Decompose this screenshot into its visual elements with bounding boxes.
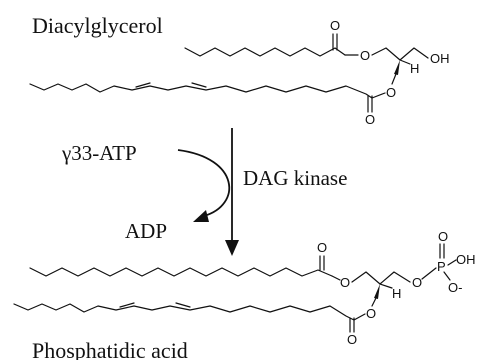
reactant-ester-oxygen-2: O xyxy=(386,85,396,100)
product-ester-oxygen-1: O xyxy=(340,275,350,290)
cofactor-curved-arrow xyxy=(177,149,230,217)
product-phosphate-ester-oxygen: O xyxy=(412,275,422,290)
atp-label: γ33-ATP xyxy=(61,141,137,165)
reactant-title: Diacylglycerol xyxy=(32,13,163,38)
reactant-stereo-wedge xyxy=(394,60,400,75)
main-arrow-head xyxy=(225,240,239,256)
cofactor-arrow-head xyxy=(193,210,209,222)
product-glycerol-backbone xyxy=(351,271,411,285)
product-title: Phosphatidic acid xyxy=(32,338,188,360)
product-phosphate-hydroxyl: OH xyxy=(456,252,476,267)
product-phosphorus: P xyxy=(437,259,446,274)
product-carbonyl-oxygen-2: O xyxy=(347,332,357,347)
reactant-unsaturated-chain xyxy=(29,83,373,99)
reactant-carbonyl-oxygen-1: O xyxy=(330,18,340,33)
product-stereo-wedge xyxy=(374,284,380,299)
product-phosphate-anion-oxygen: O- xyxy=(448,280,462,295)
reactant-saturated-chain xyxy=(184,47,346,57)
product-stereo-hydrogen: H xyxy=(392,286,401,301)
product-unsaturated-chain xyxy=(13,303,355,321)
product-phosphoryl-oxygen: O xyxy=(438,229,448,244)
product-ester-oxygen-2: O xyxy=(366,306,376,321)
product-carbonyl-oxygen-1: O xyxy=(317,240,327,255)
reactant-hydroxyl: OH xyxy=(430,51,450,66)
reactant-glycerol-backbone xyxy=(371,47,429,61)
product-saturated-chain xyxy=(29,267,333,277)
reactant-ester-oxygen-1: O xyxy=(360,48,370,63)
reactant-stereo-hydrogen: H xyxy=(410,61,419,76)
enzyme-label: DAG kinase xyxy=(243,166,347,190)
adp-label: ADP xyxy=(125,219,167,243)
reactant-carbonyl-oxygen-2: O xyxy=(365,112,375,127)
